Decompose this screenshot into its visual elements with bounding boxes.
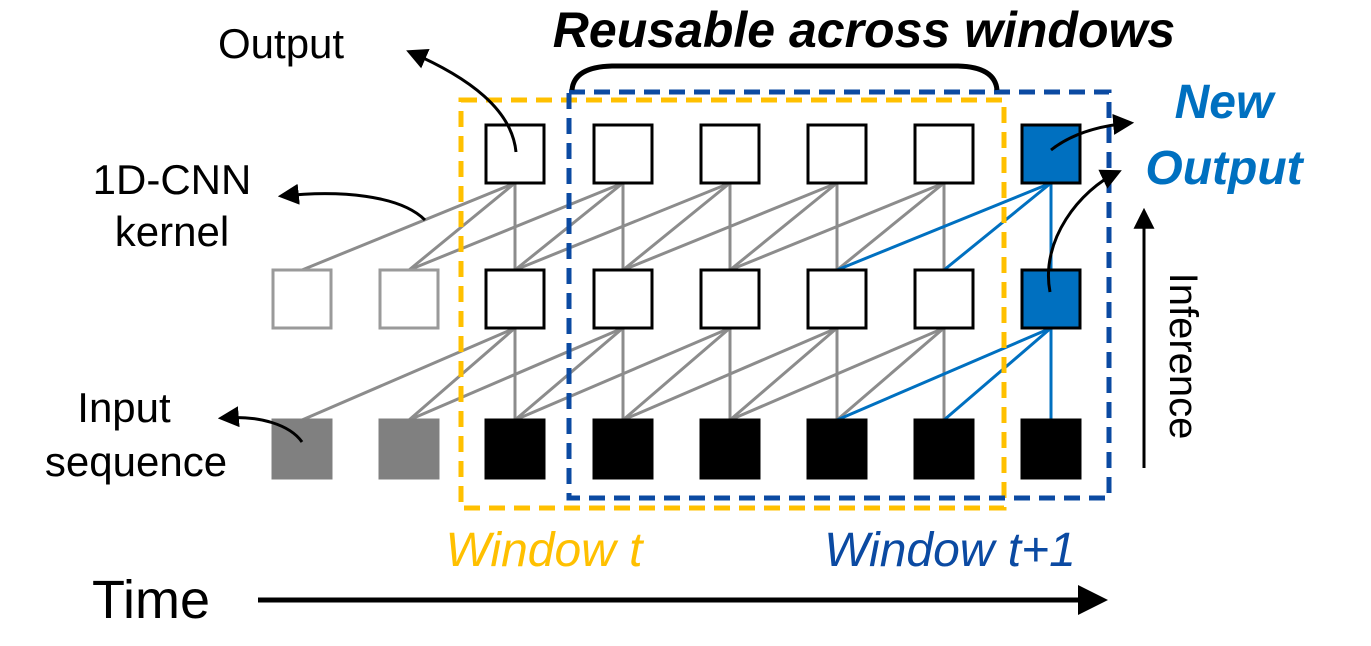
input-element-outside: [271, 418, 333, 480]
input-element: [1020, 418, 1082, 480]
reusable-label: Reusable across windows: [553, 2, 1175, 58]
input-element: [592, 418, 654, 480]
kernel-connection-line: [836, 326, 945, 422]
input-element: [699, 418, 761, 480]
kernel-connection-line: [514, 181, 731, 272]
hidden-element: [484, 268, 546, 330]
input-element-outside: [378, 418, 440, 480]
output-element: [592, 123, 654, 185]
hidden-element: [806, 268, 868, 330]
kernel-connection-line: [836, 181, 1052, 272]
hidden-element: [699, 268, 761, 330]
new-output-label-line2: Output: [1145, 142, 1304, 195]
inference-label: Inference: [1161, 273, 1205, 440]
hidden-element-outside: [271, 268, 333, 330]
kernel-connection-line: [622, 326, 731, 422]
new-output-arrow: [1050, 113, 1135, 152]
kernel-connection-line: [729, 181, 945, 272]
window-t1-label: Window t+1: [824, 524, 1076, 577]
kernel-connection-line: [622, 326, 838, 422]
output-element: [806, 123, 868, 185]
kernel-connection-line: [729, 326, 838, 422]
kernel-label-line1: 1D-CNN: [93, 156, 252, 203]
input-arrow: [217, 406, 304, 443]
input-label-line2: sequence: [45, 438, 227, 485]
kernel-connection-line: [836, 181, 945, 272]
input-element: [913, 418, 975, 480]
kernel-connection-line: [408, 326, 624, 422]
kernel-connection-line: [622, 181, 838, 272]
kernel-connection-line: [622, 181, 731, 272]
hidden-to-output-arrow: [1047, 169, 1122, 293]
output-element: [699, 123, 761, 185]
kernel-connection-line: [514, 326, 731, 422]
window-t-label: Window t: [446, 524, 645, 577]
kernel-connection-line: [408, 181, 624, 272]
kernel-connection-line: [301, 181, 516, 272]
hidden-element: [913, 268, 975, 330]
kernel-connections: [301, 181, 1053, 422]
output-element: [913, 123, 975, 185]
kernel-connection-line: [729, 326, 945, 422]
output-element-new: [1020, 123, 1082, 185]
input-element: [484, 418, 546, 480]
hidden-element-outside: [378, 268, 440, 330]
window-t1-outline: [566, 89, 1112, 501]
hidden-element: [592, 268, 654, 330]
output-arrow: [406, 49, 518, 153]
new-output-label-line1: New: [1175, 76, 1276, 129]
input-label-line1: Input: [77, 384, 171, 431]
input-element: [806, 418, 868, 480]
reusable-brace: [569, 63, 1000, 91]
time-label: Time: [92, 570, 210, 630]
hidden-element-new: [1020, 268, 1082, 330]
neuron-grid: [271, 123, 1082, 480]
output-element: [484, 123, 546, 185]
kernel-connection-line: [943, 326, 1052, 422]
kernel-label-line2: kernel: [115, 208, 229, 255]
output-label: Output: [218, 20, 344, 67]
kernel-connection-line: [943, 181, 1052, 272]
kernel-connection-line: [301, 326, 516, 422]
kernel-arrow: [277, 183, 427, 222]
kernel-connection-line: [729, 181, 838, 272]
kernel-connection-line: [836, 326, 1052, 422]
